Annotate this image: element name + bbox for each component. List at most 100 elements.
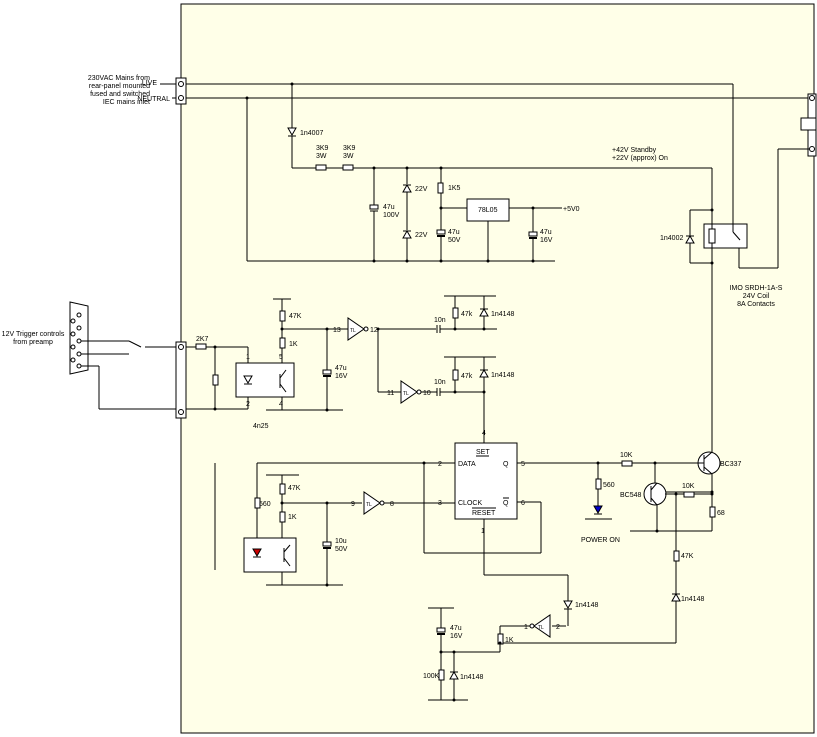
svg-text:1: 1 — [246, 354, 250, 361]
svg-text:2: 2 — [438, 461, 442, 468]
svg-text:11: 11 — [387, 390, 394, 397]
resistor-3k9-b — [342, 164, 354, 171]
svg-text:2K7: 2K7 — [196, 336, 209, 343]
svg-text:3K9: 3K9 — [343, 145, 356, 152]
svg-text:560: 560 — [603, 482, 615, 489]
svg-text:10: 10 — [423, 390, 431, 397]
svg-text:from preamp: from preamp — [13, 339, 53, 346]
svg-text:1K: 1K — [289, 341, 298, 348]
svg-text:22V: 22V — [415, 232, 428, 239]
svg-text:+22V (approx) On: +22V (approx) On — [612, 155, 668, 162]
svg-text:560: 560 — [259, 501, 271, 508]
svg-text:47u: 47u — [450, 625, 462, 632]
resistor-1k5 — [437, 182, 444, 194]
inverter-3 — [363, 491, 381, 515]
svg-text:CLOCK: CLOCK — [458, 500, 482, 507]
svg-text:47u: 47u — [335, 365, 347, 372]
diode-1n4007 — [287, 127, 297, 137]
svg-text:Q: Q — [503, 461, 509, 468]
neutral-label: NEUTRAL — [137, 96, 170, 103]
svg-text:4: 4 — [482, 430, 486, 437]
svg-text:TL: TL — [538, 625, 544, 631]
label-1n4007: 1n4007 — [300, 130, 323, 137]
live-label: LIVE — [142, 80, 158, 87]
relay-label: IMO SRDH-1A-S 24V Coil 8A Contacts — [730, 285, 783, 308]
svg-text:RESET: RESET — [472, 510, 496, 517]
svg-text:1K: 1K — [505, 637, 514, 644]
svg-text:fused and switched: fused and switched — [90, 91, 150, 98]
svg-text:1n4148: 1n4148 — [491, 372, 514, 379]
svg-text:TL: TL — [366, 502, 372, 508]
cap-47u-16v-c — [436, 627, 446, 633]
svg-text:47u: 47u — [383, 204, 395, 211]
svg-text:1n4148: 1n4148 — [575, 602, 598, 609]
resistor-2k7 — [195, 343, 207, 350]
svg-text:50V: 50V — [335, 546, 348, 553]
svg-text:BC548: BC548 — [620, 492, 642, 499]
svg-text:1: 1 — [524, 624, 528, 631]
cap-47u-100v — [369, 204, 379, 210]
svg-text:IMO SRDH-1A-S: IMO SRDH-1A-S — [730, 285, 783, 292]
cap-47u-50v — [436, 229, 446, 235]
inverter-1 — [347, 317, 365, 341]
svg-text:1n4148: 1n4148 — [491, 311, 514, 318]
opto-4n25 — [235, 362, 295, 398]
svg-text:47K: 47K — [288, 485, 301, 492]
trigger-terminal — [175, 341, 187, 419]
junction-dots — [213, 82, 714, 702]
inverter-2 — [400, 380, 418, 404]
svg-text:10n: 10n — [434, 379, 446, 386]
svg-text:rear-panel mounted: rear-panel mounted — [89, 83, 150, 90]
svg-text:8A Contacts: 8A Contacts — [737, 301, 775, 308]
svg-text:47K: 47K — [681, 553, 694, 560]
cap-10u-50v — [322, 541, 332, 547]
svg-text:22V: 22V — [415, 186, 428, 193]
output-terminal — [800, 93, 817, 157]
svg-text:3W: 3W — [343, 153, 354, 160]
svg-text:6: 6 — [521, 500, 525, 507]
svg-text:10u: 10u — [335, 538, 347, 545]
svg-text:Q: Q — [503, 500, 509, 507]
svg-text:DATA: DATA — [458, 461, 476, 468]
svg-text:1K: 1K — [288, 514, 297, 521]
svg-text:5: 5 — [521, 461, 525, 468]
svg-text:47u: 47u — [540, 229, 552, 236]
svg-text:2: 2 — [246, 401, 250, 408]
svg-text:78L05: 78L05 — [478, 207, 498, 214]
svg-text:1: 1 — [481, 528, 485, 535]
svg-text:1n4002: 1n4002 — [660, 235, 683, 242]
svg-text:16V: 16V — [335, 373, 348, 380]
svg-text:1K5: 1K5 — [448, 185, 461, 192]
svg-text:9: 9 — [351, 501, 355, 508]
svg-text:IEC mains inlet: IEC mains inlet — [103, 99, 150, 106]
svg-text:10n: 10n — [434, 317, 446, 324]
mains-terminal — [175, 77, 187, 105]
svg-text:16V: 16V — [540, 237, 553, 244]
opto-label: 4n25 — [253, 423, 269, 430]
resistor-3k9-a — [315, 164, 327, 171]
svg-text:TL: TL — [350, 328, 356, 334]
mains-note: 230VAC Mains from rear-panel mounted fus… — [88, 75, 150, 106]
power-on-label: POWER ON — [581, 537, 620, 544]
svg-text:2: 2 — [556, 624, 560, 631]
svg-text:4: 4 — [279, 401, 283, 408]
svg-text:TL: TL — [403, 391, 409, 397]
svg-text:47u: 47u — [448, 229, 460, 236]
svg-text:SET: SET — [476, 449, 490, 456]
svg-text:16V: 16V — [450, 633, 463, 640]
svg-text:100K: 100K — [423, 673, 440, 680]
svg-text:1n4148: 1n4148 — [460, 674, 483, 681]
opto-lower — [243, 537, 297, 573]
svg-text:12: 12 — [370, 327, 378, 334]
db9-connector — [69, 301, 89, 375]
svg-text:24V Coil: 24V Coil — [743, 293, 770, 300]
cap-47u-16v-b — [322, 369, 332, 375]
svg-text:5: 5 — [279, 354, 283, 361]
svg-text:3W: 3W — [316, 153, 327, 160]
svg-text:12V Trigger controls: 12V Trigger controls — [2, 331, 65, 338]
transistor-bc548 — [643, 482, 667, 506]
svg-text:1n4148: 1n4148 — [681, 596, 704, 603]
svg-text:8: 8 — [390, 501, 394, 508]
svg-text:230VAC Mains from: 230VAC Mains from — [88, 75, 150, 82]
svg-text:10K: 10K — [620, 452, 633, 459]
